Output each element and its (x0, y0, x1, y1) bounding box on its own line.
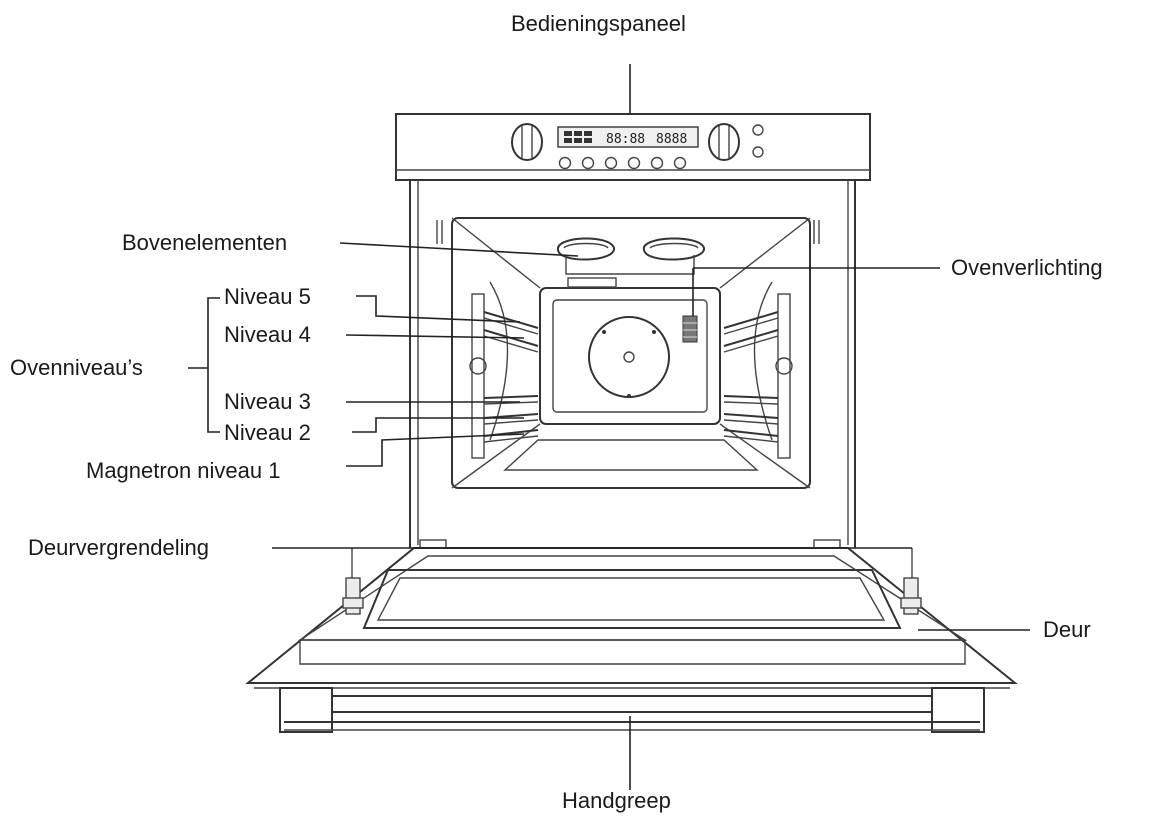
label-level-4: Niveau 4 (224, 322, 311, 347)
label-magnetron-level-1: Magnetron niveau 1 (86, 458, 281, 483)
label-level-5: Niveau 5 (224, 284, 311, 309)
leader-lines (188, 64, 1030, 790)
oven-light (682, 315, 698, 343)
top-heating-element (557, 237, 705, 288)
indicator-bottom (752, 146, 764, 158)
control-buttons (558, 156, 687, 170)
label-door-lock: Deurvergrendeling (28, 535, 209, 560)
label-door: Deur (1043, 617, 1091, 642)
label-level-2: Niveau 2 (224, 420, 311, 445)
right-knob (708, 123, 740, 161)
control-panel: 88:88 8888 (395, 113, 871, 181)
left-rack-guides (471, 293, 539, 459)
oven-cavity (451, 217, 811, 489)
right-door-lock (900, 548, 922, 615)
label-level-3: Niveau 3 (224, 389, 311, 414)
right-rack-guides (723, 293, 791, 459)
door-handle (279, 687, 985, 733)
label-top-elements: Bovenelementen (122, 230, 288, 255)
label-control-panel: Bedieningspaneel (511, 11, 686, 36)
oven-body (409, 180, 856, 548)
control-display: 88:88 8888 (557, 126, 699, 148)
display-readout-left: 88:88 (606, 132, 645, 147)
left-knob (511, 123, 543, 161)
oven-door (245, 539, 1018, 689)
label-handle: Handgreep (562, 788, 671, 813)
indicator-top (752, 124, 764, 136)
label-oven-light: Ovenverlichting (951, 255, 1103, 280)
left-door-lock (342, 548, 364, 615)
label-oven-levels: Ovenniveau’s (10, 355, 143, 380)
display-readout-right: 8888 (656, 132, 687, 147)
